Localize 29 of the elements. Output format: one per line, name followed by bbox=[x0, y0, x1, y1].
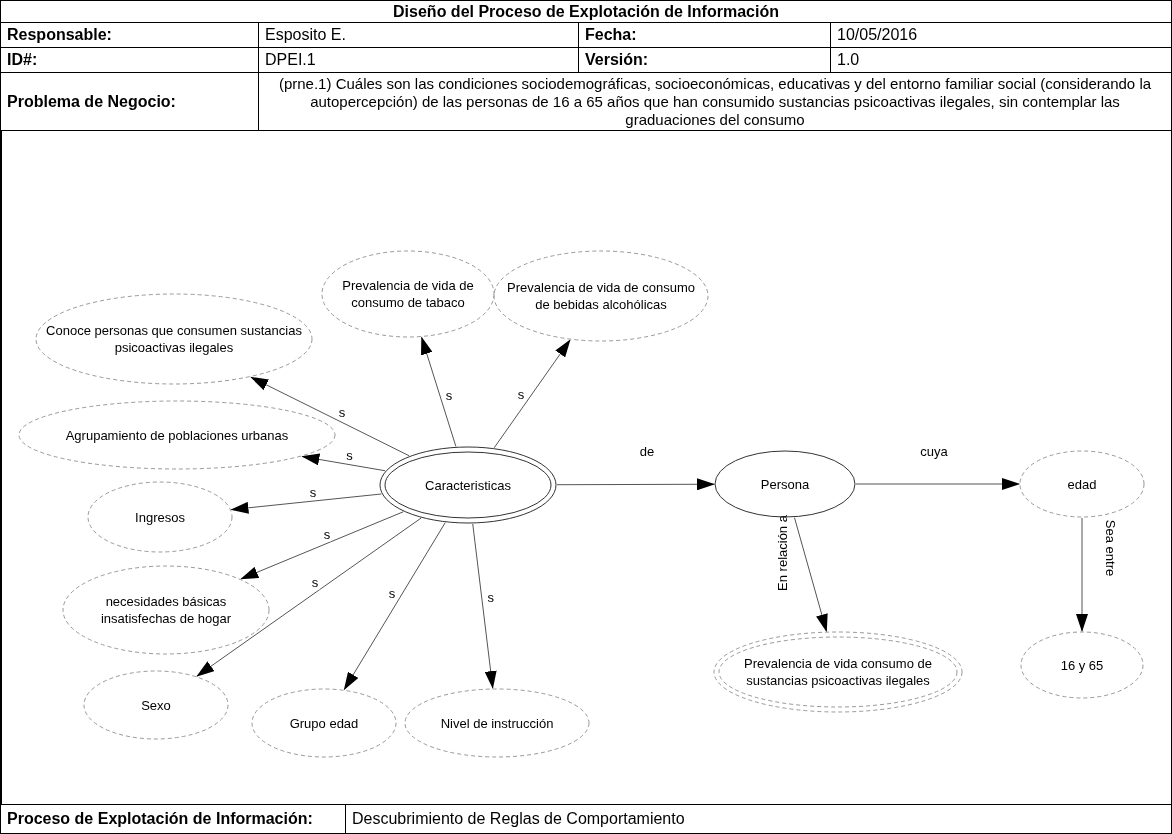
arrow bbox=[493, 339, 571, 449]
arrow bbox=[343, 522, 446, 691]
attribute-ellipse: Ingresos bbox=[87, 481, 233, 553]
arrow bbox=[1076, 517, 1088, 632]
arrow bbox=[196, 517, 422, 677]
arrow bbox=[230, 493, 382, 514]
arrow bbox=[794, 517, 828, 633]
field-value: Descubrimiento de Reglas de Comportamiento bbox=[345, 804, 1172, 834]
attribute-ellipse: Prevalencia de vida de consumo de bebidas alcohólicas bbox=[493, 250, 709, 342]
attribute-ellipse: Grupo edad bbox=[251, 688, 397, 758]
arrow bbox=[240, 511, 404, 580]
arrow bbox=[556, 478, 715, 491]
table-title: Diseño del Proceso de Explotación de Información bbox=[0, 0, 1172, 23]
arrow bbox=[301, 453, 386, 472]
attribute-ellipse: 16 y 65 bbox=[1020, 631, 1144, 699]
attribute-ellipse: Conoce personas que consumen sustancias psicoactivas ilegales bbox=[35, 293, 313, 385]
arrow bbox=[855, 478, 1020, 490]
arrow bbox=[472, 523, 497, 690]
attribute-ellipse: Nivel de instrucción bbox=[404, 688, 590, 758]
attribute-ellipse: Prevalencia de vida de consumo de tabaco bbox=[321, 250, 495, 338]
concept-ellipse: Caracteristicas bbox=[379, 446, 557, 524]
attribute-ellipse: edad bbox=[1019, 450, 1145, 518]
arrow bbox=[421, 336, 457, 447]
attribute-ellipse: necesidades básicas insatisfechas de hogar bbox=[62, 565, 270, 655]
attribute-ellipse: Sexo bbox=[83, 670, 229, 740]
arrow bbox=[250, 376, 410, 457]
field-label: Proceso de Explotación de Información: bbox=[0, 804, 346, 834]
attribute-ellipse: Agrupamiento de poblaciones urbanas bbox=[18, 400, 336, 470]
attribute-ellipse: Prevalencia de vida consumo de sustancias psicoactivas ilegales bbox=[713, 631, 963, 713]
